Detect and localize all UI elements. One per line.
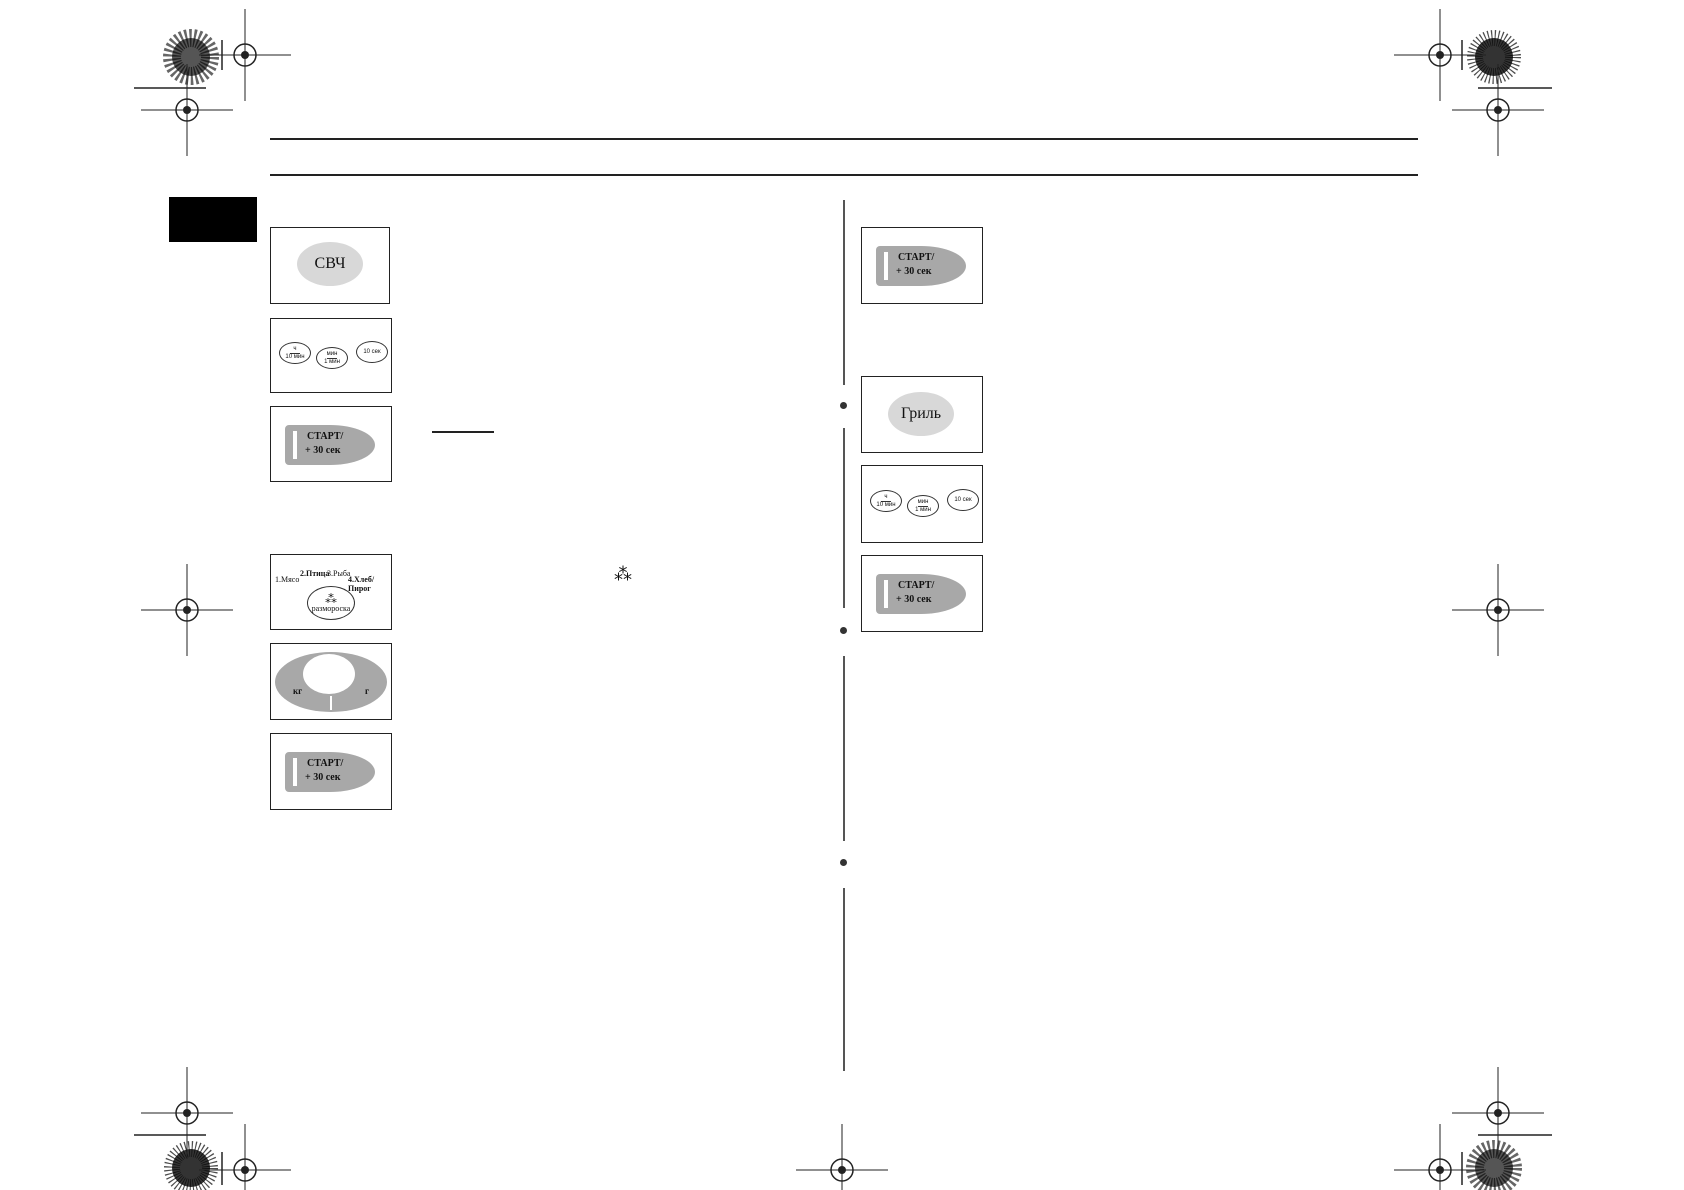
start-button-stripe (293, 758, 297, 786)
section-tab (169, 197, 257, 242)
weight-dial-pointer (330, 696, 332, 710)
hour-button[interactable]: ч 10 мин (279, 342, 311, 364)
column-divider-seg2 (843, 428, 845, 608)
weight-dial-knob[interactable] (303, 654, 355, 694)
minute-button[interactable]: мин 1 мин (907, 495, 939, 517)
column-divider-seg4 (843, 888, 845, 1071)
minute-button-bottom: 1 мин (915, 506, 931, 513)
start-button[interactable]: СТАРТ/ + 30 сек (285, 425, 375, 465)
defrost-option-meat: 1.Мясо (275, 575, 300, 584)
start-button-line2: + 30 сек (896, 266, 932, 277)
start-button-stripe (293, 431, 297, 459)
grill-button-label: Гриль (900, 405, 942, 422)
bullet-1 (840, 402, 847, 409)
start-button-panel-4: СТАРТ/ + 30 сек (861, 555, 983, 632)
microwave-button[interactable]: СВЧ (297, 242, 363, 286)
defrost-panel: 1.Мясо 2.Птица 3.Рыба 4.Хлеб/Пирог ⁂ раз… (270, 554, 392, 630)
defrost-option-poultry: 2.Птица (300, 569, 330, 578)
defrost-snowflake-icon: ⁂ (325, 591, 337, 606)
ten-seconds-button[interactable]: 10 сек (356, 341, 388, 363)
microwave-button-label: СВЧ (314, 255, 346, 272)
column-divider (843, 200, 845, 385)
start-button-stripe (884, 580, 888, 608)
bullet-3 (840, 859, 847, 866)
time-setting-panel: ч 10 мин мин 1 мин 10 сек (270, 318, 392, 393)
microwave-button-panel: СВЧ (270, 227, 390, 304)
start-button-panel-2: СТАРТ/ + 30 сек (270, 733, 392, 810)
column-divider-seg3 (843, 656, 845, 841)
minute-button[interactable]: мин 1 мин (316, 347, 348, 369)
weight-kg-label: кг (293, 686, 303, 696)
weight-g-label: г (365, 686, 370, 696)
start-button-line2: + 30 сек (896, 594, 932, 605)
header-rule-bottom (270, 174, 1418, 176)
start-button-line1: СТАРТ/ (307, 758, 344, 769)
minute-button-top: мин (326, 351, 338, 359)
short-underline (432, 431, 494, 433)
defrost-option-fish: 3.Рыба (327, 569, 351, 578)
start-button-line1: СТАРТ/ (898, 252, 935, 263)
minute-button-bottom: 1 мин (324, 358, 340, 365)
start-button-panel-1: СТАРТ/ + 30 сек (270, 406, 392, 482)
hour-button[interactable]: ч 10 мин (870, 490, 902, 512)
ten-seconds-button[interactable]: 10 сек (947, 489, 979, 511)
defrost-button-label: размороска (311, 604, 351, 614)
start-button[interactable]: СТАРТ/ + 30 сек (876, 574, 966, 614)
ten-seconds-label: 10 сек (954, 496, 972, 503)
start-button[interactable]: СТАРТ/ + 30 сек (285, 752, 375, 792)
start-button-line2: + 30 сек (305, 772, 341, 783)
minute-button-top: мин (917, 499, 929, 507)
hour-button-top: ч (881, 494, 891, 502)
time-setting-panel-2: ч 10 мин мин 1 мин 10 сек (861, 465, 983, 543)
bullet-2 (840, 627, 847, 634)
start-button-line2: + 30 сек (305, 445, 341, 456)
start-button-line1: СТАРТ/ (898, 580, 935, 591)
hour-button-bottom: 10 мин (285, 353, 305, 360)
start-button-line1: СТАРТ/ (307, 431, 344, 442)
start-button-panel-3: СТАРТ/ + 30 сек (861, 227, 983, 304)
start-button-stripe (884, 252, 888, 280)
weight-dial-panel: кг г (270, 643, 392, 720)
defrost-button[interactable]: ⁂ размороска (307, 586, 355, 620)
start-button[interactable]: СТАРТ/ + 30 сек (876, 246, 966, 286)
grill-button[interactable]: Гриль (888, 392, 954, 436)
hour-button-top: ч (290, 346, 300, 354)
grill-button-panel: Гриль (861, 376, 983, 453)
ten-seconds-label: 10 сек (363, 348, 381, 355)
defrost-option-bread: 4.Хлеб/Пирог (348, 575, 375, 593)
hour-button-bottom: 10 мин (876, 501, 896, 508)
header-rule-top (270, 138, 1418, 140)
defrost-symbol-inline: ⁂ (614, 564, 632, 584)
